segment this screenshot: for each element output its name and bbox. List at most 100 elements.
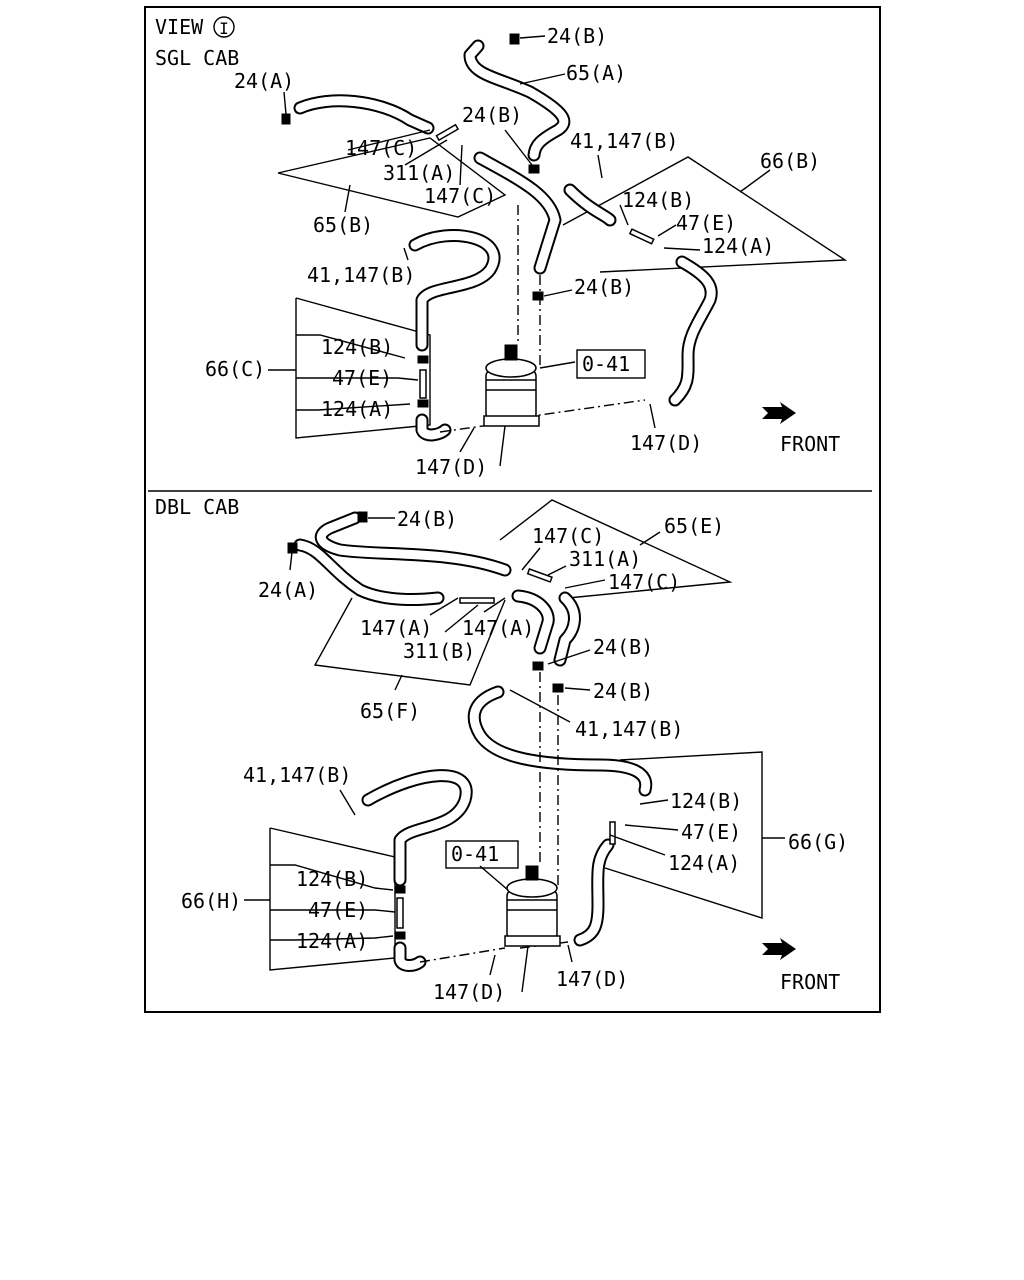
leader-66b: [739, 169, 771, 193]
leader-124a-r: [663, 247, 701, 251]
fuel-filter-0-41-dbl: [504, 865, 561, 993]
callout-65e-dbl: 65(E): [664, 514, 724, 538]
leader-24a-dbl: [289, 551, 293, 571]
leader-124b-l-dbl: [270, 864, 394, 891]
callout-66c: 66(C): [205, 357, 265, 381]
leader-147d-r: [649, 403, 656, 429]
diagram-frame: [144, 6, 881, 1013]
hose-65a: [463, 39, 571, 162]
callout-147c-2: 147(C): [424, 184, 496, 208]
leader-311a: [404, 139, 448, 166]
group-65f-bracket: [313, 597, 506, 686]
callout-65a: 65(A): [566, 61, 626, 85]
callout-147d-r-dbl: 147(D): [556, 967, 628, 991]
callout-47e-l-dbl: 47(E): [308, 898, 368, 922]
leader-24b-top: [519, 35, 546, 39]
clip-24b-2-dbl: [552, 683, 564, 693]
clip-124b-l-dbl: [394, 885, 406, 894]
hose-66g: [573, 838, 615, 947]
clip-124a-left: [417, 399, 429, 408]
callout-147d-l-dbl: 147(D): [433, 980, 505, 1004]
group-66b-bracket: [562, 156, 848, 273]
leader-41-147b-mid-dbl: [509, 689, 571, 723]
group-65b-bracket: [277, 137, 507, 218]
leader-41-147b-left-dbl: [339, 789, 356, 816]
leader-24b-1-dbl: [547, 649, 591, 665]
callout-41-147b-left-dbl: 41,147(B): [243, 763, 351, 787]
callout-24b-top-dbl: 24(B): [397, 507, 457, 531]
leader-41-147b-top: [597, 154, 603, 179]
callout-124b-r: 124(B): [622, 188, 694, 212]
callout-311a-dbl: 311(A): [569, 547, 641, 571]
group-66c-bracket: [295, 297, 431, 439]
dbl-section-title: DBL CAB: [155, 495, 239, 519]
callout-147d-l: 147(D): [415, 455, 487, 479]
hose-65b: [293, 94, 435, 135]
leader-311a-dbl: [547, 565, 567, 576]
front-arrow-icon-dbl: [762, 938, 796, 960]
callout-311b-dbl: 311(B): [403, 639, 475, 663]
clip-24b-mid: [528, 164, 540, 174]
connector-47e-right: [628, 228, 655, 245]
pipe-311b: [459, 597, 495, 604]
leader-47e-r: [657, 224, 677, 237]
callout-24b-1-dbl: 24(B): [593, 635, 653, 659]
callout-124a-r-dbl: 124(A): [668, 851, 740, 875]
callout-41-147b-mid-dbl: 41,147(B): [575, 717, 683, 741]
leader-147d-l-dbl: [489, 954, 496, 976]
hose-66h: [361, 769, 473, 972]
hose-65e: [314, 511, 512, 577]
callout-24a: 24(A): [234, 69, 294, 93]
leader-147a-2-dbl: [483, 597, 506, 613]
hose-65f: [293, 538, 445, 606]
leader-24b-lower: [543, 289, 573, 297]
connector-47e-r-dbl: [609, 821, 616, 845]
clip-124a-l-dbl: [394, 931, 406, 940]
box-0-41: [576, 349, 646, 379]
clip-24b-1-dbl: [532, 661, 544, 671]
fuel-filter-0-41: [483, 344, 540, 467]
connector-47e-left: [419, 369, 427, 399]
view-marker-circle: [213, 16, 235, 38]
leader-147c-1-dbl: [521, 547, 541, 571]
callout-124b-l: 124(B): [321, 335, 393, 359]
callout-24a-dbl: 24(A): [258, 578, 318, 602]
leader-147a-1-dbl: [429, 597, 459, 616]
leader-124a-l: [296, 403, 411, 411]
leader-0-41-dbl: [479, 865, 509, 891]
callout-147c-1: 147(C): [345, 136, 417, 160]
callout-124b-r-dbl: 124(B): [670, 789, 742, 813]
callout-124a-l-dbl: 124(A): [296, 929, 368, 953]
hose-right-pair: [511, 589, 581, 667]
callout-0-41: 0-41: [582, 352, 630, 376]
view-title: VIEW: [155, 15, 204, 39]
leader-147d-r-dbl: [567, 944, 573, 963]
leader-47e-l-dbl: [270, 909, 396, 913]
box-0-41-dbl: [445, 840, 519, 869]
callout-124b-l-dbl: 124(B): [296, 867, 368, 891]
front-label-dbl: FRONT: [780, 970, 840, 994]
leader-147d-l: [459, 427, 475, 453]
callout-0-41-dbl: 0-41: [451, 842, 499, 866]
pipe-311a-dbl: [526, 568, 553, 583]
leader-124a-r-dbl: [609, 834, 666, 856]
hose-long-loop: [467, 685, 653, 797]
leader-65f-dbl: [394, 674, 403, 691]
front-label: FRONT: [780, 432, 840, 456]
callout-66h-dbl: 66(H): [181, 889, 241, 913]
group-65e-bracket: [499, 499, 733, 599]
hose-66b: [563, 183, 718, 407]
pipe-311a: [435, 123, 460, 142]
callout-147c-2-dbl: 147(C): [608, 570, 680, 594]
leader-0-41: [539, 361, 576, 369]
callout-147d-r: 147(D): [630, 431, 702, 455]
callout-124a-l: 124(A): [321, 397, 393, 421]
leader-65a: [519, 73, 566, 85]
clip-24b-top: [509, 33, 520, 45]
callout-147c-1-dbl: 147(C): [532, 524, 604, 548]
callout-66g-dbl: 66(G): [788, 830, 848, 854]
clip-124b-left: [417, 355, 429, 364]
leader-124a-l-dbl: [270, 935, 394, 941]
hose-upper-right: [473, 151, 562, 275]
callout-41-147b-top: 41,147(B): [570, 129, 678, 153]
